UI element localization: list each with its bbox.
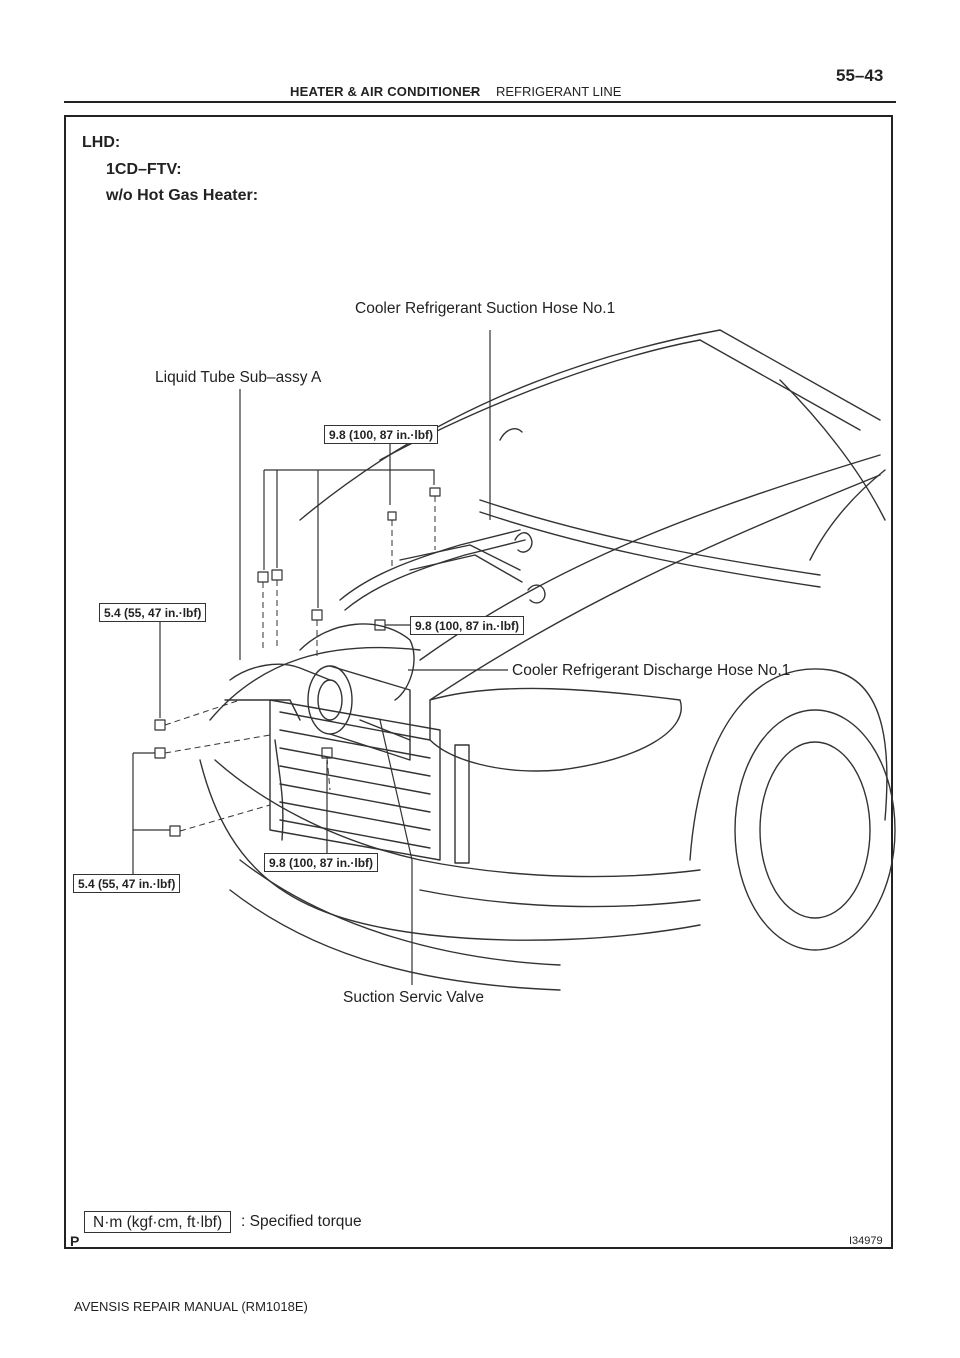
figure-frame bbox=[64, 115, 893, 1249]
condition-lhd: LHD: bbox=[82, 134, 121, 151]
label-suction-valve: Suction Servic Valve bbox=[343, 989, 484, 1006]
subsection-title: REFRIGERANT LINE bbox=[496, 84, 622, 99]
condition-engine: 1CD–FTV: bbox=[106, 161, 182, 178]
legend-description: : Specified torque bbox=[241, 1213, 362, 1230]
torque-left-lower: 5.4 (55, 47 in.·lbf) bbox=[73, 874, 181, 893]
torque-top: 9.8 (100, 87 in.·lbf) bbox=[324, 425, 439, 444]
section-title: HEATER & AIR CONDITIONER bbox=[290, 84, 481, 99]
label-liquid-tube: Liquid Tube Sub–assy A bbox=[155, 369, 322, 386]
torque-left-upper: 5.4 (55, 47 in.·lbf) bbox=[99, 603, 207, 622]
label-discharge-hose: Cooler Refrigerant Discharge Hose No.1 bbox=[512, 662, 791, 679]
header-separator: – bbox=[470, 84, 478, 99]
legend-units-box: N·m (kgf·cm, ft·lbf) bbox=[84, 1211, 232, 1233]
torque-mid-right: 9.8 (100, 87 in.·lbf) bbox=[410, 616, 525, 635]
figure-id: I34979 bbox=[849, 1235, 883, 1247]
page-number: 55–43 bbox=[836, 66, 884, 85]
torque-bottom-center: 9.8 (100, 87 in.·lbf) bbox=[264, 853, 379, 872]
label-suction-hose: Cooler Refrigerant Suction Hose No.1 bbox=[355, 300, 616, 317]
condition-heater: w/o Hot Gas Heater: bbox=[106, 187, 259, 204]
figure-mark: P bbox=[70, 1233, 80, 1249]
header-rule bbox=[64, 101, 896, 103]
manual-footer: AVENSIS REPAIR MANUAL (RM1018E) bbox=[74, 1299, 308, 1314]
